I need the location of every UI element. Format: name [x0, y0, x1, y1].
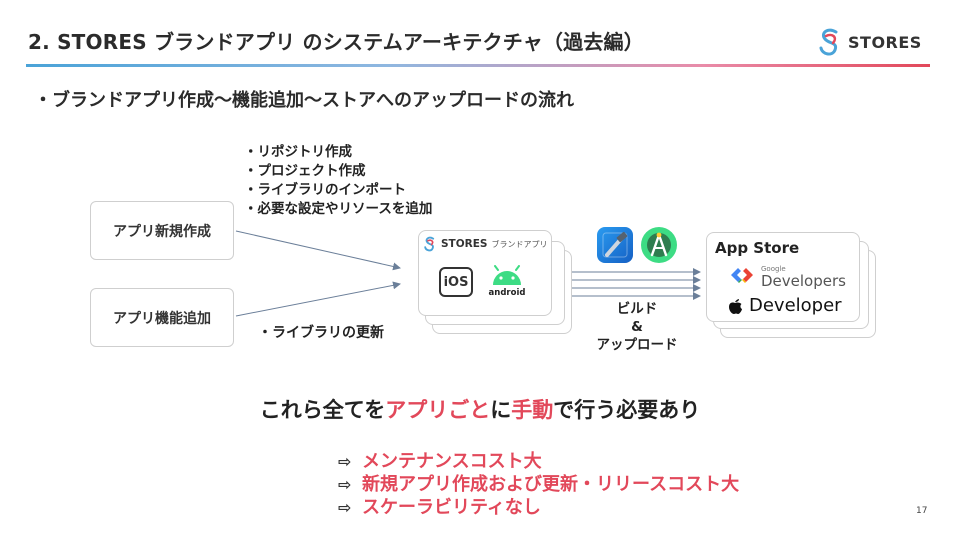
- google-developers-icon: [731, 268, 753, 283]
- box-app-create-label: アプリ新規作成: [113, 223, 211, 240]
- apple-icon: [729, 298, 742, 314]
- build-upload-label: ビルド & アップロード: [588, 300, 686, 354]
- outline-arrow-icon: ⇨: [338, 498, 352, 517]
- build-label-line: アップロード: [596, 337, 678, 353]
- consequence-text: スケーラビリティなし: [362, 497, 541, 518]
- conclusion-text: これら全てをアプリごとに手動で行う必要あり: [0, 394, 960, 424]
- conclusion-part: に: [490, 398, 512, 422]
- store-card-title: App Store: [715, 239, 800, 257]
- conclusion-part-highlight: 手動: [511, 398, 554, 422]
- xcode-icon: [597, 227, 633, 263]
- conclusion-part: これら全てを: [259, 398, 386, 422]
- box-app-add-feature: アプリ機能追加: [90, 288, 234, 347]
- step-item: ・プロジェクト作成: [244, 163, 366, 179]
- build-label-line: ビルド: [616, 301, 658, 317]
- android-badge: android: [485, 265, 529, 301]
- ios-badge: iOS: [439, 267, 473, 297]
- ios-label: iOS: [443, 274, 469, 290]
- step-item: ・リポジトリ作成: [244, 144, 352, 160]
- outline-arrow-icon: ⇨: [338, 475, 352, 494]
- step-item: ・ライブラリのインポート: [244, 182, 406, 198]
- lib-update-label: ・ライブラリの更新: [258, 325, 384, 341]
- box-app-create: アプリ新規作成: [90, 201, 234, 260]
- android-label: android: [488, 288, 526, 298]
- apple-dev-label: Developer: [749, 295, 842, 316]
- card-brand: STORES: [441, 238, 488, 250]
- section-subtitle: ・ブランドアプリ作成〜機能追加〜ストアへのアップロードの流れ: [34, 90, 574, 111]
- consequence-item: ⇨ スケーラビリティなし: [338, 496, 739, 519]
- app-card-front: STORES ブランドアプリ iOS android: [418, 230, 552, 316]
- google-small-label: Google: [761, 265, 786, 273]
- google-dev-label: Developers: [761, 272, 846, 290]
- apple-developer-logo: Developer: [727, 295, 842, 316]
- stores-logo-icon: [819, 28, 838, 56]
- logo-text: STORES: [848, 32, 922, 52]
- android-studio-icon: [641, 227, 677, 263]
- stores-mini-logo-icon: [424, 236, 435, 252]
- consequence-text: メンテナンスコスト大: [362, 451, 542, 472]
- page-number: 17: [916, 506, 928, 516]
- box-app-add-feature-label: アプリ機能追加: [113, 310, 211, 327]
- consequence-item: ⇨ 新規アプリ作成および更新・リリースコスト大: [338, 473, 739, 496]
- create-steps-list: ・リポジトリ作成 ・プロジェクト作成 ・ライブラリのインポート ・必要な設定やリ…: [244, 143, 432, 219]
- android-robot-icon: [493, 265, 521, 285]
- build-label-line: &: [631, 319, 643, 335]
- outline-arrow-icon: ⇨: [338, 452, 352, 471]
- consequence-text: 新規アプリ作成および更新・リリースコスト大: [362, 474, 740, 495]
- store-card-front: App Store Google Developers Developer: [706, 232, 860, 322]
- arrow-create-to-app: [235, 230, 401, 271]
- page-title: 2. STORES ブランドアプリ のシステムアーキテクチャ（過去編）: [28, 30, 644, 54]
- google-developers-logo: Google Developers: [729, 263, 846, 290]
- step-item: ・必要な設定やリソースを追加: [244, 201, 433, 217]
- header-divider: [26, 64, 930, 67]
- card-brand-sub: ブランドアプリ: [491, 239, 548, 249]
- conclusion-part: で行う必要あり: [553, 398, 701, 422]
- arrow-add-to-app: [235, 281, 401, 317]
- consequence-item: ⇨ メンテナンスコスト大: [338, 450, 739, 473]
- stores-logo: STORES: [818, 26, 922, 58]
- consequences-list: ⇨ メンテナンスコスト大 ⇨ 新規アプリ作成および更新・リリースコスト大 ⇨ ス…: [338, 450, 739, 519]
- conclusion-part-highlight: アプリごと: [385, 398, 491, 422]
